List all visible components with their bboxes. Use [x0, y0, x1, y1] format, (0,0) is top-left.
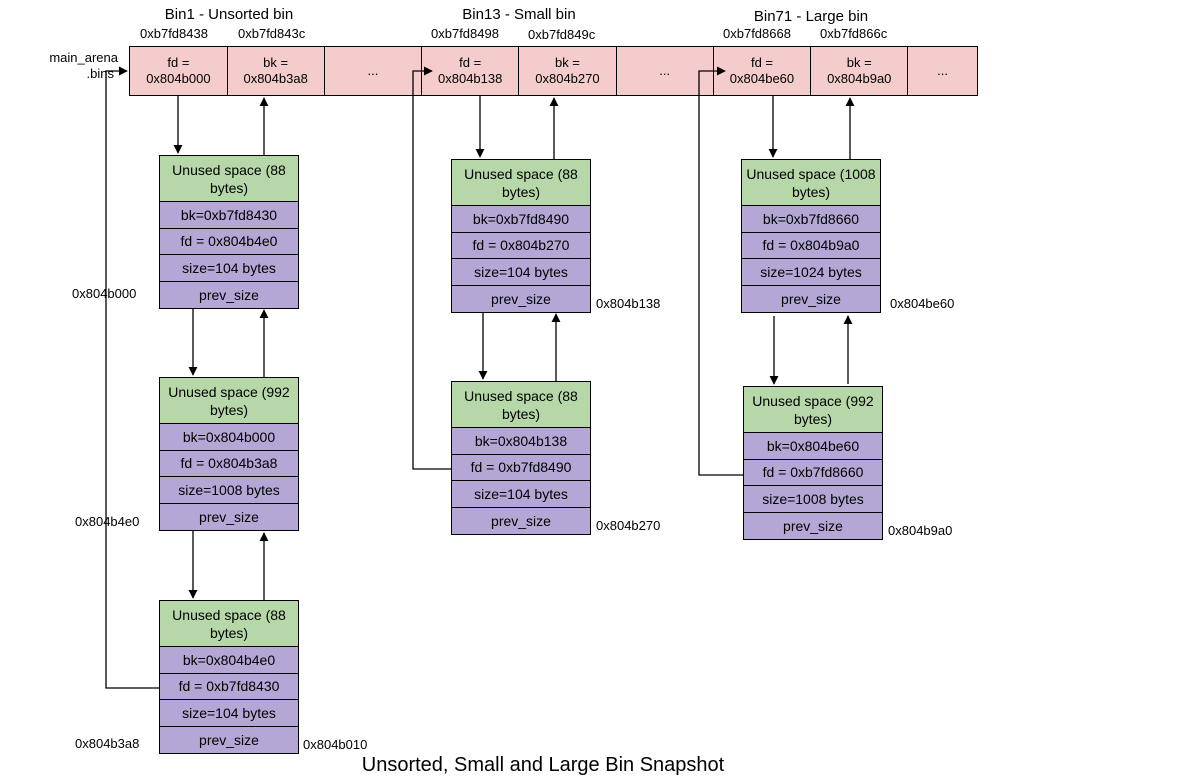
bin1-fd-address: 0xb7fd8438	[140, 26, 208, 41]
chunk-size-field: size=104 bytes	[452, 481, 590, 508]
diagram-caption: Unsorted, Small and Large Bin Snapshot	[361, 754, 725, 776]
bin1-title: Bin1 - Unsorted bin	[164, 6, 294, 23]
chunk-size-field: size=104 bytes	[452, 259, 590, 286]
cell-line1: fd =	[750, 55, 773, 70]
cell-line1: fd =	[459, 55, 482, 70]
fd-loop-arrow	[412, 66, 451, 470]
bin71-fd-address: 0xb7fd8668	[723, 26, 791, 41]
chunk-small-2: Unused space (88 bytes) bk=0x804b138 fd …	[451, 381, 591, 535]
cell-line2: 0x804b9a0	[827, 71, 892, 86]
chunk-size-field: size=1024 bytes	[742, 259, 880, 286]
cell-line1: fd =	[167, 55, 190, 70]
fd-loop-arrow	[105, 66, 159, 689]
cell-line1: ...	[367, 63, 379, 78]
chunk-bk-field: bk=0x804be60	[744, 433, 882, 460]
bin71-bk-cell: bk =0x804b9a0	[811, 47, 909, 95]
chunk-address-label: 0x804b138	[596, 296, 661, 311]
chunk-small-1: Unused space (88 bytes) bk=0xb7fd8490 fd…	[451, 159, 591, 313]
cell-line2: 0x804b3a8	[243, 71, 308, 86]
chunk-prev-size-field: prev_size	[744, 512, 882, 539]
bin71-bk-address: 0xb7fd866c	[820, 26, 888, 41]
chunk-address-label: 0x804b4e0	[75, 514, 140, 529]
bin13-fd-address: 0xb7fd8498	[431, 26, 499, 41]
chunk-fd-field: fd = 0xb7fd8490	[452, 454, 590, 481]
chunk-fd-field: fd = 0x804b3a8	[160, 450, 298, 477]
chunk-address-label: 0x804b9a0	[888, 523, 953, 538]
bin-ellipsis-cell: ...	[324, 47, 423, 95]
chunk-prev-size-field: prev_size	[452, 285, 590, 312]
chunk-address-label: 0x804b3a8	[75, 736, 140, 751]
chunk-unused-space: Unused space (992 bytes)	[160, 378, 298, 424]
chunk-large-1: Unused space (1008 bytes) bk=0xb7fd8660 …	[741, 159, 881, 313]
chunk-bk-field: bk=0xb7fd8490	[452, 206, 590, 233]
chunk-bk-field: bk=0x804b000	[160, 424, 298, 451]
chunk-large-2: Unused space (992 bytes) bk=0x804be60 fd…	[743, 386, 883, 540]
bin1-bk-cell: bk =0x804b3a8	[227, 47, 325, 95]
chunk-address-label: 0x804b270	[596, 518, 661, 533]
chunk-bk-field: bk=0xb7fd8430	[160, 202, 298, 229]
chunk-prev-size-field: prev_size	[160, 503, 298, 530]
chunk-prev-size-field: prev_size	[742, 285, 880, 312]
bin13-bk-address: 0xb7fd849c	[528, 27, 596, 42]
bin-ellipsis-cell: ...	[908, 47, 977, 95]
bin13-bk-cell: bk =0x804b270	[519, 47, 617, 95]
chunk-bk-field: bk=0x804b4e0	[160, 647, 298, 674]
cell-line2: 0x804b270	[535, 71, 600, 86]
chunk-size-field: size=1008 bytes	[744, 486, 882, 513]
bin-ellipsis-cell: ...	[616, 47, 714, 95]
cell-line1: bk =	[263, 55, 289, 70]
chunk-unsorted-2: Unused space (992 bytes) bk=0x804b000 fd…	[159, 377, 299, 531]
arena-label-line2: .bins	[86, 66, 114, 81]
chunk-unused-space: Unused space (88 bytes)	[160, 601, 298, 647]
arena-label-line1: main_arena	[49, 50, 118, 65]
chunk-fd-field: fd = 0x804b4e0	[160, 228, 298, 255]
chunk-unused-space: Unused space (88 bytes)	[452, 382, 590, 428]
chunk-prev-size-field: prev_size	[160, 726, 298, 753]
cell-line1: ...	[937, 63, 948, 78]
cell-line1: ...	[659, 63, 671, 78]
main-arena-bins: fd =0x804b000 bk =0x804b3a8 ... fd =0x80…	[129, 46, 978, 96]
chunk-address-label: 0x804b010	[303, 737, 368, 752]
chunk-prev-size-field: prev_size	[160, 281, 298, 308]
cell-line2: 0x804b000	[146, 71, 211, 86]
bin71-title: Bin71 - Large bin	[753, 8, 869, 25]
fd-loop-arrow	[698, 66, 743, 476]
chunk-bk-field: bk=0x804b138	[452, 428, 590, 455]
arena-label: main_arena .bins	[40, 50, 118, 82]
chunk-bk-field: bk=0xb7fd8660	[742, 206, 880, 233]
chunk-fd-field: fd = 0xb7fd8430	[160, 673, 298, 700]
chunk-size-field: size=104 bytes	[160, 700, 298, 727]
cell-line2: 0x804be60	[729, 71, 795, 86]
chunk-address-label: 0x804b000	[72, 286, 137, 301]
cell-line1: bk =	[554, 55, 580, 70]
bin13-title: Bin13 - Small bin	[462, 6, 576, 23]
chunk-unused-space: Unused space (992 bytes)	[744, 387, 882, 433]
bin71-fd-cell: fd =0x804be60	[713, 47, 812, 95]
bin1-fd-cell: fd =0x804b000	[130, 47, 228, 95]
chunk-unsorted-1: Unused space (88 bytes) bk=0xb7fd8430 fd…	[159, 155, 299, 309]
chunk-size-field: size=104 bytes	[160, 255, 298, 282]
chunk-unsorted-3: Unused space (88 bytes) bk=0x804b4e0 fd …	[159, 600, 299, 754]
chunk-size-field: size=1008 bytes	[160, 477, 298, 504]
chunk-fd-field: fd = 0x804b9a0	[742, 232, 880, 259]
bin1-bk-address: 0xb7fd843c	[238, 26, 306, 41]
chunk-unused-space: Unused space (88 bytes)	[160, 156, 298, 202]
cell-line1: bk =	[846, 55, 872, 70]
chunk-unused-space: Unused space (1008 bytes)	[742, 160, 880, 206]
chunk-fd-field: fd = 0xb7fd8660	[744, 459, 882, 486]
chunk-unused-space: Unused space (88 bytes)	[452, 160, 590, 206]
bin13-fd-cell: fd =0x804b138	[422, 47, 520, 95]
chunk-address-label: 0x804be60	[890, 296, 955, 311]
cell-line2: 0x804b138	[438, 71, 503, 86]
chunk-prev-size-field: prev_size	[452, 507, 590, 534]
chunk-fd-field: fd = 0x804b270	[452, 232, 590, 259]
